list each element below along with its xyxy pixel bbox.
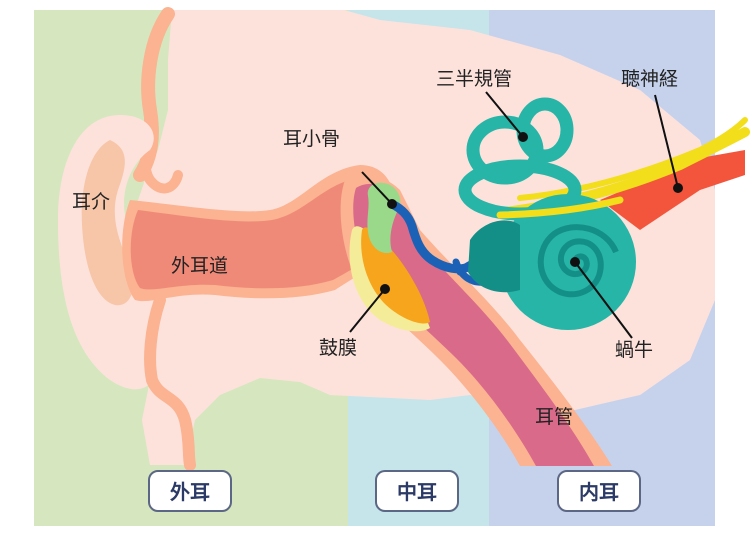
- label-auditory-nerve: 聴神経: [621, 68, 678, 90]
- leader-nerve: [654, 94, 679, 189]
- nerve-fibers-2: [517, 117, 748, 201]
- ossicle-incus-stapes: [387, 199, 475, 274]
- eardrum: [361, 227, 430, 324]
- dot-ossicles: [387, 199, 397, 209]
- badge-inner-ear-label: 内耳: [579, 480, 619, 504]
- dot-semicircular: [518, 132, 528, 142]
- label-semicircular-canals: 三半規管: [436, 68, 512, 90]
- badge-outer-ear: 外耳: [148, 470, 232, 512]
- label-auricle: 耳介: [72, 191, 110, 213]
- badge-inner-ear-box: [557, 470, 641, 512]
- nerve-front: [496, 196, 624, 219]
- label-cochlea: 蝸牛: [615, 339, 653, 361]
- dot-eardrum: [380, 284, 390, 294]
- cochlea-shape: [500, 194, 636, 330]
- label-eardrum: 鼓膜: [319, 337, 357, 359]
- leader-ossicles: [361, 171, 393, 205]
- badge-middle-ear: 中耳: [375, 470, 459, 512]
- cochlea-vestibule: [468, 220, 520, 293]
- badge-middle-ear-box: [375, 470, 459, 512]
- badge-inner-ear: 内耳: [557, 470, 641, 512]
- nerve-sheath: [600, 150, 745, 230]
- label-eustachian-tube: 耳管: [535, 406, 573, 428]
- dot-cochlea: [570, 257, 580, 267]
- badge-outer-ear-label: 外耳: [170, 480, 210, 504]
- badge-outer-ear-box: [148, 470, 232, 512]
- label-ear-canal: 外耳道: [171, 255, 228, 277]
- lower-skin-edge: [144, 294, 196, 471]
- label-ossicles: 耳小骨: [283, 128, 340, 150]
- leader-dots: [380, 132, 683, 294]
- badge-middle-ear-label: 中耳: [397, 480, 437, 504]
- dot-nerve: [673, 183, 683, 193]
- leader-semicircular: [485, 91, 524, 138]
- leader-lines: [349, 91, 679, 339]
- leader-cochlea: [574, 261, 633, 339]
- cochlea-spiral: [537, 224, 619, 298]
- eustachian-tube: [353, 183, 594, 466]
- leader-eardrum: [349, 288, 386, 333]
- auricle-inner: [81, 140, 134, 306]
- ear-canal-inner: [130, 178, 386, 290]
